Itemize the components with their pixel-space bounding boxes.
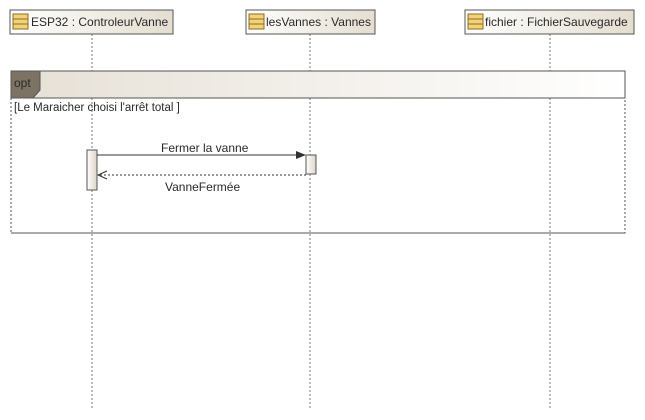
- class-icon: [467, 13, 484, 30]
- lifeline-header-lesvannes[interactable]: lesVannes : Vannes: [245, 9, 376, 35]
- class-icon: [12, 13, 29, 30]
- lifeline-header-fichier[interactable]: fichier : FichierSauvegarde: [464, 9, 635, 35]
- activation-esp32: [86, 149, 98, 191]
- message-vannefermee[interactable]: VanneFermée: [96, 170, 306, 194]
- lifeline-label: fichier : FichierSauvegarde: [485, 15, 628, 29]
- message-label: VanneFermée: [165, 180, 240, 194]
- arrowhead-filled-icon: [296, 151, 306, 159]
- fragment-operator-tab: [10, 70, 41, 99]
- lifeline-header-esp32[interactable]: ESP32 : ControleurVanne: [9, 9, 174, 35]
- fragment-guard: [Le Maraicher choisi l'arrêt total ]: [14, 102, 180, 114]
- message-label: Fermer la vanne: [161, 141, 249, 155]
- lifeline-label: ESP32 : ControleurVanne: [31, 15, 169, 29]
- fragment-operator: opt: [14, 76, 31, 90]
- combined-fragment-opt[interactable]: opt [Le Maraicher choisi l'arrêt total ]: [10, 70, 626, 234]
- arrowhead-open-icon: [96, 170, 108, 180]
- activation-lesvannes: [305, 154, 317, 175]
- fragment-header-bar: [10, 70, 626, 99]
- lifeline-label: lesVannes : Vannes: [266, 15, 371, 29]
- message-fermer-la-vanne[interactable]: Fermer la vanne: [97, 141, 306, 159]
- fragment-body: [10, 97, 626, 234]
- class-icon: [248, 13, 265, 30]
